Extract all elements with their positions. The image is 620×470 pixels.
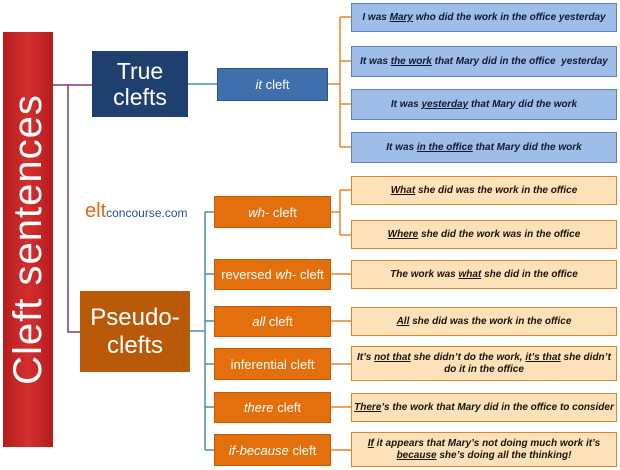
leaf-text: it appears that Mary’s not doing much wo…	[373, 437, 603, 449]
diagram-title: Cleft sentences	[5, 94, 50, 385]
leaf-text: she didn’t do it in the office	[444, 351, 614, 375]
leaf-emphasis: What	[390, 184, 416, 196]
leaf-text: I was	[362, 12, 390, 23]
leaf-text: that Mary did in the office yesterday	[431, 56, 608, 67]
leaf-text: she did was the work in the office	[415, 184, 578, 196]
inferential-cleft-box: inferential cleft	[214, 348, 331, 380]
leaf-emphasis: Mary	[389, 12, 413, 23]
true-clefts-line2: clefts	[113, 84, 167, 110]
pseudo-leaf-2: Where she did the work was in the office	[351, 220, 617, 249]
leaf-text: she did in the office	[481, 268, 578, 280]
true-leaf-2: It was the work that Mary did in the off…	[351, 46, 617, 77]
leaf-emphasis: All	[396, 315, 410, 327]
true-clefts-box: True clefts	[92, 51, 188, 117]
sub-em: there	[243, 400, 274, 415]
title-box: Cleft sentences	[3, 32, 53, 447]
leaf-text: she did was the work in the office	[409, 315, 572, 327]
all-cleft-box: all cleft	[214, 306, 331, 337]
pseudo-leaf-4: All she did was the work in the office	[351, 307, 617, 336]
sub-text: cleft	[288, 442, 317, 458]
it-cleft-em: it	[255, 77, 263, 92]
leaf-text: she’s doing all the thinking!	[436, 449, 572, 461]
leaf-emphasis: Where	[387, 228, 419, 240]
true-leaf-1: I was Mary who did the work in the offic…	[351, 3, 617, 32]
leaf-text: ’s the work that Mary did in the office …	[381, 401, 614, 413]
leaf-emphasis: not that	[374, 351, 411, 363]
leaf-text: It was	[386, 142, 417, 153]
true-leaf-3: It was yesterday that Mary did the work	[351, 89, 617, 120]
leaf-emphasis: If	[367, 437, 374, 449]
leaf-text: It was	[360, 56, 391, 67]
sub-em: if-because	[228, 442, 289, 458]
leaf-emphasis: in the office	[416, 142, 473, 153]
sub-em: wh-	[248, 204, 270, 220]
it-cleft-box: it cleft	[217, 68, 328, 101]
pseudo-clefts-box: Pseudo- clefts	[80, 291, 190, 372]
sub-em: all	[252, 314, 266, 329]
pseudo-leaf-6: There’s the work that Mary did in the of…	[351, 393, 617, 422]
sub-text: inferential cleft	[230, 356, 315, 372]
leaf-text: that Mary did the work	[468, 99, 578, 110]
sub-text: cleft	[269, 204, 297, 220]
brand-prefix: elt	[85, 200, 107, 222]
pseudo-leaf-1: What she did was the work in the office	[351, 176, 617, 205]
leaf-emphasis: because	[396, 449, 437, 461]
pseudo-clefts-line2: clefts	[106, 331, 163, 359]
pseudo-clefts-line1: Pseudo-	[90, 303, 180, 331]
wh-cleft-box: wh- cleft	[214, 196, 331, 228]
sub-em: wh-	[275, 267, 297, 282]
leaf-emphasis: There	[354, 401, 382, 413]
leaf-emphasis: the work	[390, 56, 432, 67]
brand-logo: eltconcourse.com	[85, 200, 188, 223]
true-leaf-4: It was in the office that Mary did the w…	[351, 132, 617, 163]
sub-text: cleft	[265, 314, 293, 329]
there-cleft-box: there cleft	[214, 392, 331, 423]
true-clefts-line1: True	[116, 58, 164, 84]
pseudo-leaf-5: It’s not that she didn’t do the work, it…	[351, 346, 617, 381]
leaf-emphasis: what	[458, 268, 482, 280]
if-because-cleft-box: if-because cleft	[214, 434, 331, 466]
leaf-text: she did the work was in the office	[418, 228, 581, 240]
sub-text: reversed	[221, 267, 276, 282]
pseudo-leaf-7: If it appears that Mary’s not doing much…	[351, 432, 617, 467]
leaf-emphasis: yesterday	[421, 99, 469, 110]
leaf-text: she didn’t do the work,	[410, 351, 526, 363]
it-cleft-rest: cleft	[262, 77, 290, 92]
brand-suffix: concourse.com	[106, 206, 188, 220]
leaf-text: that Mary did the work	[472, 142, 582, 153]
sub-text: cleft	[273, 400, 302, 415]
leaf-text: The work was	[390, 268, 459, 280]
pseudo-leaf-3: The work was what she did in the office	[351, 260, 617, 289]
leaf-text: who did the work in the office yesterday	[412, 12, 606, 23]
sub-text: cleft	[296, 267, 324, 282]
leaf-text: It was	[390, 99, 422, 110]
leaf-text: It’s	[357, 351, 375, 363]
leaf-emphasis: it’s that	[525, 351, 561, 363]
reversed-wh-cleft-box: reversed wh- cleft	[214, 259, 331, 290]
